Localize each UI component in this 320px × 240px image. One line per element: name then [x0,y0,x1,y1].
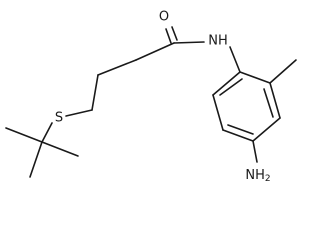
bond-ring-methyl [269,59,297,84]
bond-chain-3 [91,74,99,111]
ring-bond-5 [212,94,224,131]
ring-bond-4 [222,129,254,142]
bond-sulfur-tbutyl [41,122,53,143]
atom-label-sulfur: S [55,111,63,126]
structure-canvas: O NH S NH2 [5,9,297,185]
bond-carbonyl-double-1 [171,26,178,41]
atom-label-amine-subscript: 2 [265,174,271,184]
ring-bond-2 [269,82,281,119]
atom-label-amine: NH2 [245,168,270,185]
bond-carbonyl-amide-n [173,41,205,44]
bond-tbutyl-methyl-right [41,141,79,157]
ring-bond-1 [239,71,271,84]
bond-carbonyl-double-2 [165,28,172,44]
bond-ring-amine [252,140,258,163]
bond-chain-2 [97,59,137,76]
ring-bond-4-inner [227,124,254,135]
bond-amide-n-ring [229,46,241,73]
ring-bond-2-inner [263,88,274,118]
bond-chain-1 [135,42,175,61]
atom-label-amine-n: NH [245,168,265,183]
bond-chain-sulfur [65,109,93,117]
atom-label-amide-nitrogen: NH [208,34,228,49]
ring-bond-3 [252,117,281,142]
atom-label-carbonyl-oxygen: O [159,10,169,25]
ring-bond-6 [212,71,241,96]
ring-bond-6-inner [219,78,243,96]
bond-tbutyl-methyl-left [5,127,43,143]
bond-tbutyl-methyl-down [29,141,43,178]
chemical-structure: O NH S NH2 [5,10,297,185]
